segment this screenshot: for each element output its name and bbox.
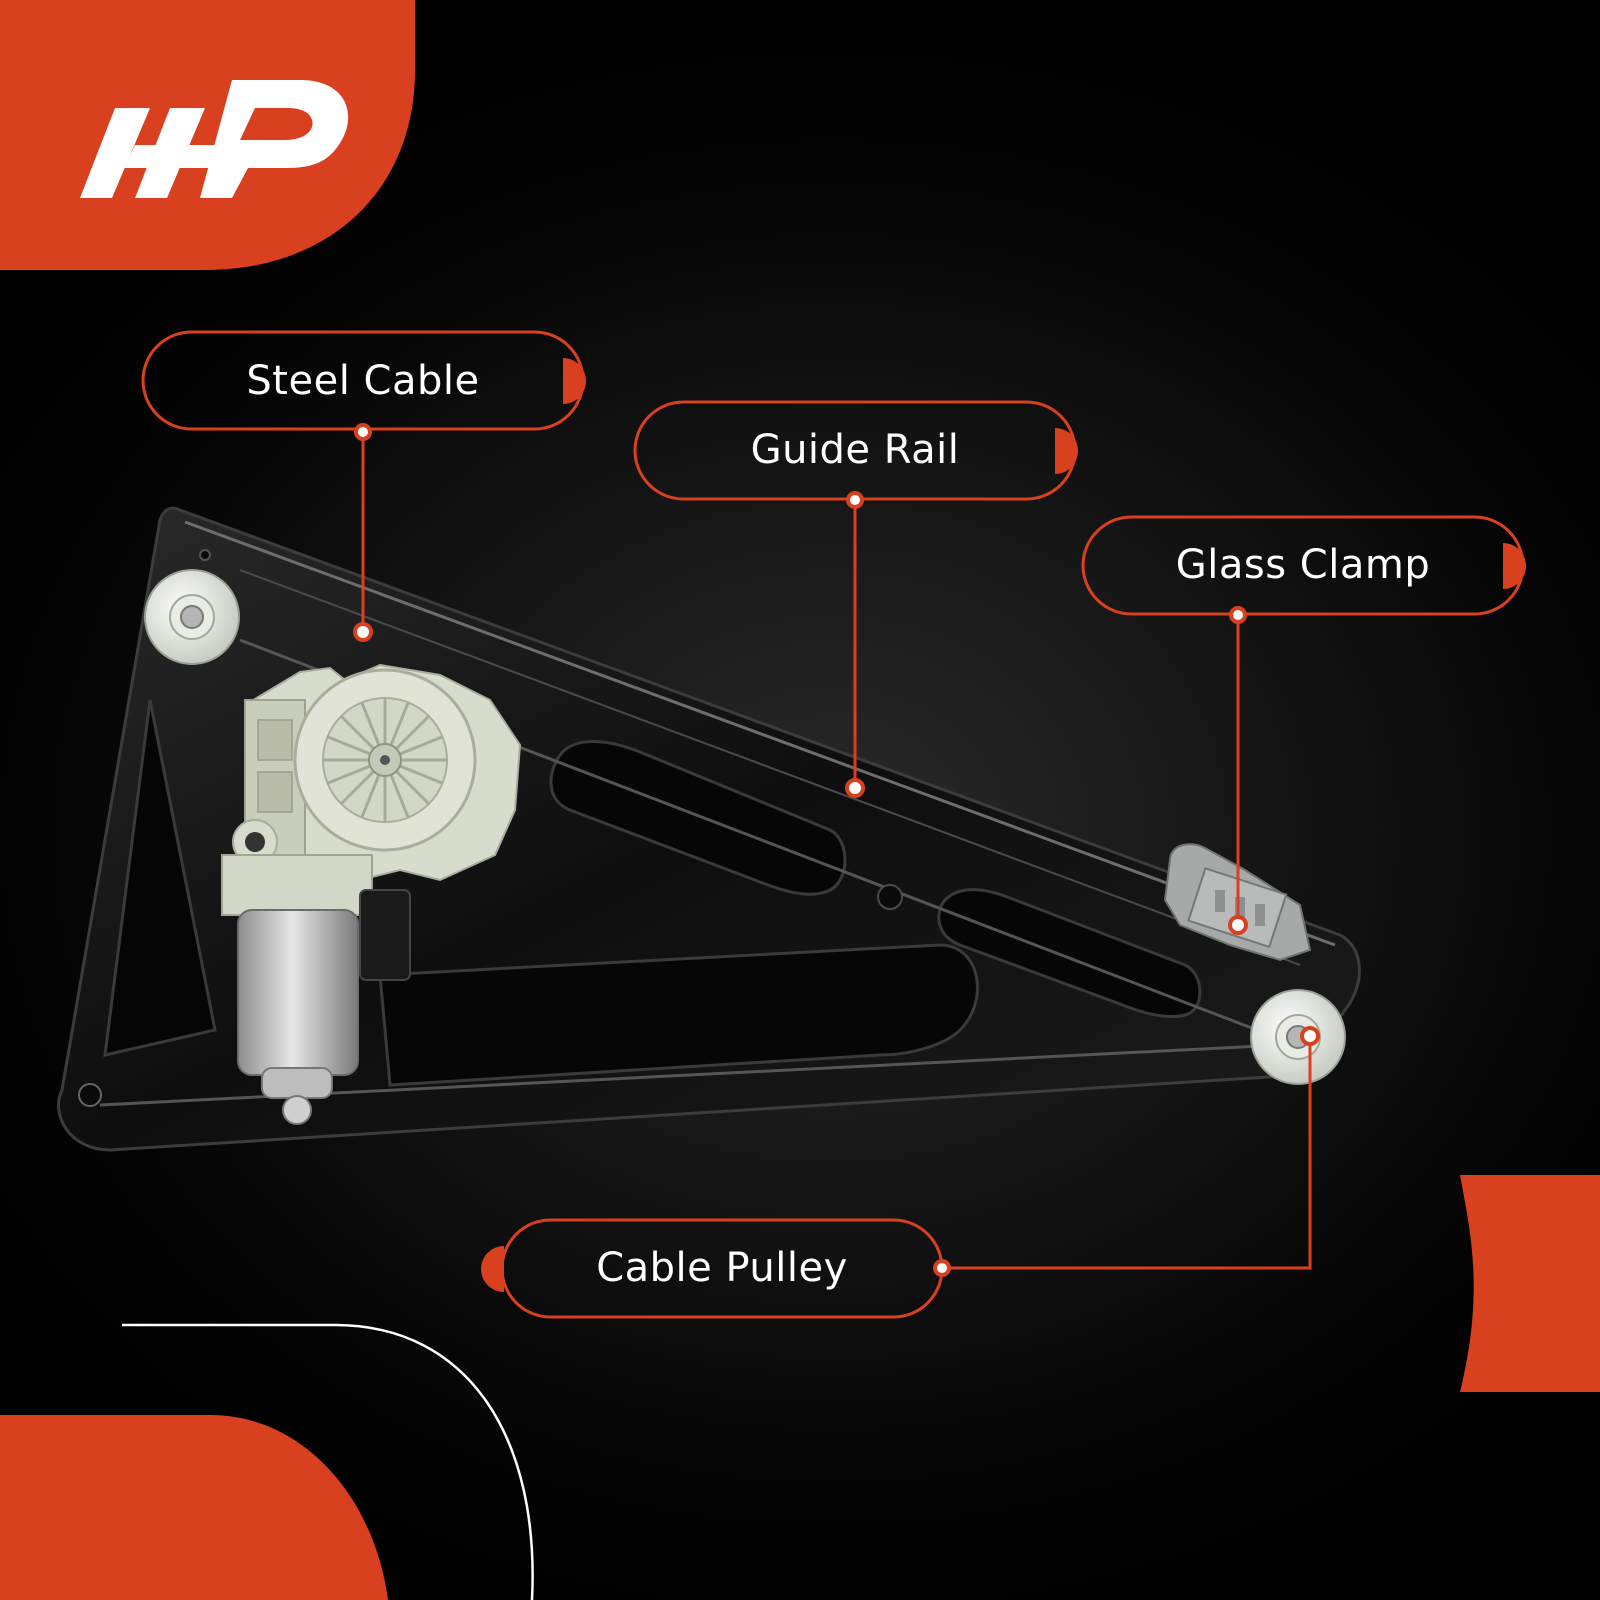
top-left-accent-shape [0,0,415,270]
glass-clamp-top-dot [1229,606,1247,624]
glass-clamp-label: Glass Clamp [1175,542,1431,588]
bottom-left-accent-shape [0,1415,388,1600]
steel-cable-target-dot [353,622,373,642]
top-pulley [144,569,240,665]
glass-clamp-marker-icon [1503,543,1526,589]
steel-cable-label: Steel Cable [246,358,480,404]
cable-pulley-target-dot [1300,1026,1320,1046]
guide-rail-top-dot [846,491,864,509]
glass-clamp-target-dot [1228,915,1248,935]
cable-pulley-marker-icon [481,1246,504,1292]
cable-pulley-leader-line [942,1036,1312,1270]
cable-pulley-label: Cable Pulley [596,1245,848,1291]
guide-rail-label: Guide Rail [750,427,960,473]
a-p-logo-icon [80,80,349,198]
cable-pulley-end-dot [933,1259,951,1277]
steel-cable-marker-icon [563,358,586,404]
guide-rail-target-dot [845,778,865,798]
bottom-left-outline-shape [122,1323,534,1600]
guide-rail-marker-icon [1055,428,1078,474]
bottom-pulley [1250,989,1346,1085]
right-accent-shape [1460,1175,1600,1392]
steel-cable-top-dot [354,423,372,441]
drive-motor [221,663,522,1125]
